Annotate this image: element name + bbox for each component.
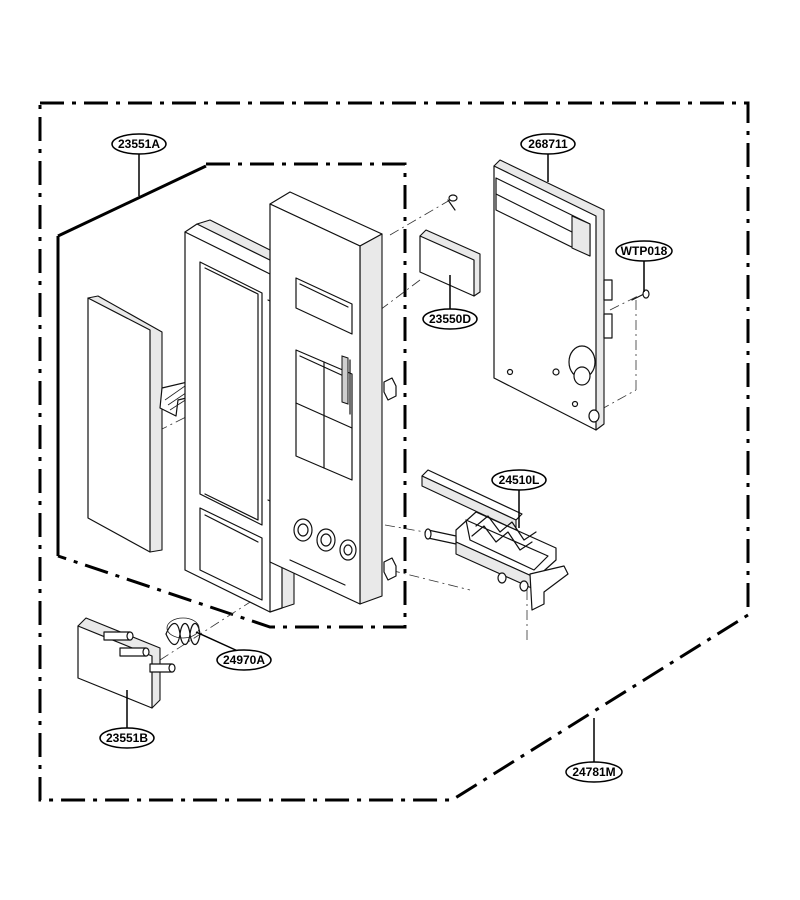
spring: [165, 617, 201, 646]
screw-wtp018: [631, 289, 650, 301]
circuit-board: [493, 159, 613, 431]
control-housing: [269, 191, 397, 605]
callout-24781M: 24781M: [565, 761, 623, 783]
label-23550D: 23550D: [429, 312, 471, 326]
label-24781M: 24781M: [572, 765, 615, 779]
label-268711: 268711: [528, 137, 568, 151]
callout-WTP018: WTP018: [615, 240, 673, 262]
callout-23550D: 23550D: [422, 308, 478, 330]
assembly-boundary-inner-dash: [57, 162, 407, 629]
callout-24510L: 24510L: [491, 469, 547, 491]
label-24970A: 24970A: [223, 653, 265, 667]
label-23551B: 23551B: [106, 731, 148, 745]
label-23551A: 23551A: [118, 137, 160, 151]
leader-lines: [126, 153, 645, 762]
callout-23551A: 23551A: [111, 133, 167, 155]
callout-24970A: 24970A: [216, 649, 272, 671]
label-WTP018: WTP018: [621, 244, 668, 258]
panel-sheet: [87, 295, 163, 553]
push-button: [77, 617, 176, 709]
assembly-boundary-outer: [38, 101, 750, 802]
callout-23551B: 23551B: [99, 727, 155, 749]
screw-top: [447, 194, 458, 211]
latch-assembly: [421, 469, 569, 611]
callout-268711: 268711: [520, 133, 576, 155]
window-plate: [419, 229, 481, 297]
assembly-boundary-inner: [57, 164, 207, 238]
label-24510L: 24510L: [499, 473, 540, 487]
